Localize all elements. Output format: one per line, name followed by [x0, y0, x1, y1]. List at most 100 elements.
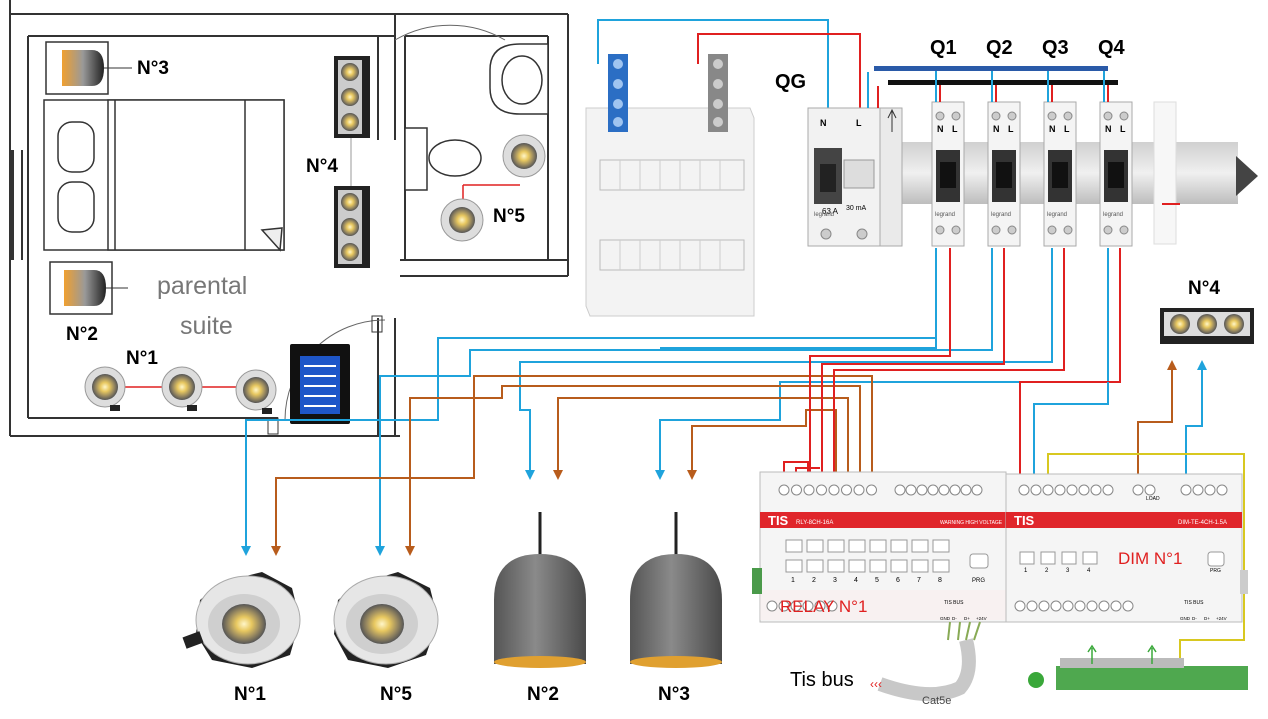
relay-terminal: [916, 484, 928, 496]
relay-channel-button[interactable]: [848, 539, 866, 553]
breaker-label-q3: Q3: [1042, 37, 1069, 59]
relay-channel-button[interactable]: [806, 559, 824, 573]
dimmer-terminal: [1090, 484, 1102, 496]
relay-channel-button[interactable]: [932, 539, 950, 553]
relay-prg-label: PRG: [972, 578, 985, 584]
relay-channel-button[interactable]: [890, 539, 908, 553]
relay-brand: TIS: [768, 513, 789, 528]
relay-terminal: [905, 484, 917, 496]
dimmer-model: DIM-TE-4CH-1.5A: [1178, 520, 1227, 526]
relay-terminal: [971, 484, 983, 496]
relay-channel-button[interactable]: [890, 559, 908, 573]
relay-channel-button[interactable]: [869, 539, 887, 553]
bus-pin-label: D+: [1204, 616, 1210, 621]
dimmer-prg-button[interactable]: [1207, 551, 1225, 567]
relay-model: RLY-8CH-16A: [796, 520, 833, 526]
dimmer-terminal: [1054, 484, 1066, 496]
dimmer-terminal: [1066, 484, 1078, 496]
breaker-label-q1: Q1: [930, 37, 957, 59]
bus-arrow-glyph: ‹‹‹: [870, 677, 882, 691]
relay-channel-button[interactable]: [806, 539, 824, 553]
room-label-parental: parental: [157, 272, 247, 300]
relay-channel-button[interactable]: [827, 559, 845, 573]
breaker-label-q2: Q2: [986, 37, 1013, 59]
dimmer-terminal: [1038, 600, 1050, 612]
relay-channel-button[interactable]: [827, 539, 845, 553]
relay-terminal: [960, 484, 972, 496]
bus-pin-label: +24V: [1216, 616, 1227, 621]
relay-terminal: [814, 600, 826, 612]
spotlight-n1-a: [84, 366, 126, 411]
bus-label: Tis bus: [790, 669, 854, 691]
relay-channel-button[interactable]: [911, 539, 929, 553]
bedside-lamp-n2: [49, 261, 128, 315]
relay-terminal: [828, 484, 840, 496]
dimmer-channel-button[interactable]: [1040, 551, 1056, 565]
relay-channel-button[interactable]: [932, 559, 950, 573]
relay-bottom-terminals: [766, 600, 838, 612]
rcd-main-breaker: [807, 107, 903, 247]
relay-terminal: [866, 484, 877, 496]
relay-channel-label: 6: [896, 577, 900, 584]
breaker-terminal-n: N: [1105, 124, 1112, 134]
terminal-block-bottom: [1028, 644, 1248, 690]
bus-cable-type: Cat5e: [922, 695, 951, 707]
relay-channel-button[interactable]: [785, 559, 803, 573]
relay-channel-button[interactable]: [848, 559, 866, 573]
dimmer-channel-button[interactable]: [1082, 551, 1098, 565]
room-label-suite: suite: [180, 312, 233, 340]
wire-arrows: [241, 360, 1207, 556]
dimmer-channel-button[interactable]: [1019, 551, 1035, 565]
relay-terminal: [790, 600, 802, 612]
relay-terminal: [853, 484, 865, 496]
dimmer-terminal: [1074, 600, 1086, 612]
relay-terminal: [927, 484, 939, 496]
relay-channel-button[interactable]: [869, 559, 887, 573]
breaker-terminal-l: L: [1120, 124, 1126, 134]
dimmer-channel-button[interactable]: [1061, 551, 1077, 565]
breaker-terminal-l: L: [952, 124, 958, 134]
dimmer-load-label: LOAD: [1146, 496, 1160, 502]
relay-terminal: [803, 484, 815, 496]
touch-control-panel: [290, 344, 350, 424]
breaker-brand: legrand: [1103, 212, 1123, 218]
dimmer-terminal: [1042, 484, 1054, 496]
bus-pin-label: GND: [940, 616, 951, 621]
breaker-brand: legrand: [991, 212, 1011, 218]
relay-prg-button[interactable]: [969, 553, 989, 569]
floor-plan: [9, 0, 569, 437]
bus-cable: [877, 621, 981, 702]
terminal-box: [585, 54, 755, 317]
label-n4-floor: N°4: [306, 156, 338, 177]
spotlight-n5-b: [440, 198, 484, 242]
bus-pin-label: D-: [1192, 616, 1197, 621]
relay-terminal: [816, 484, 827, 496]
relay-channel-label: 2: [812, 577, 816, 584]
downlight-n5: [333, 572, 439, 668]
breaker-brand: legrand: [1047, 212, 1067, 218]
dimmer-terminal: [1110, 600, 1122, 612]
relay-channel-button[interactable]: [785, 539, 803, 553]
main-breaker-label: QG: [775, 71, 806, 93]
spare-module: [1153, 101, 1180, 245]
bus-pin-label: D-: [952, 616, 957, 621]
bus-pin-label: D+: [964, 616, 970, 621]
relay-channel-button[interactable]: [911, 559, 929, 573]
rcd-brand: legrand: [814, 212, 834, 218]
relay-channel-label: 8: [938, 577, 942, 584]
dimmer-top-terminals: [1018, 484, 1228, 496]
dimmer-terminal: [1014, 600, 1026, 612]
neutral-busbar: [874, 66, 1108, 71]
dimmer-terminal: [1122, 600, 1134, 612]
breaker-brand: legrand: [935, 212, 955, 218]
relay-bus-title: TIS BUS: [944, 600, 964, 606]
triple-spot-n4-fixture: [1160, 308, 1254, 344]
pendant-n2: [494, 512, 586, 668]
